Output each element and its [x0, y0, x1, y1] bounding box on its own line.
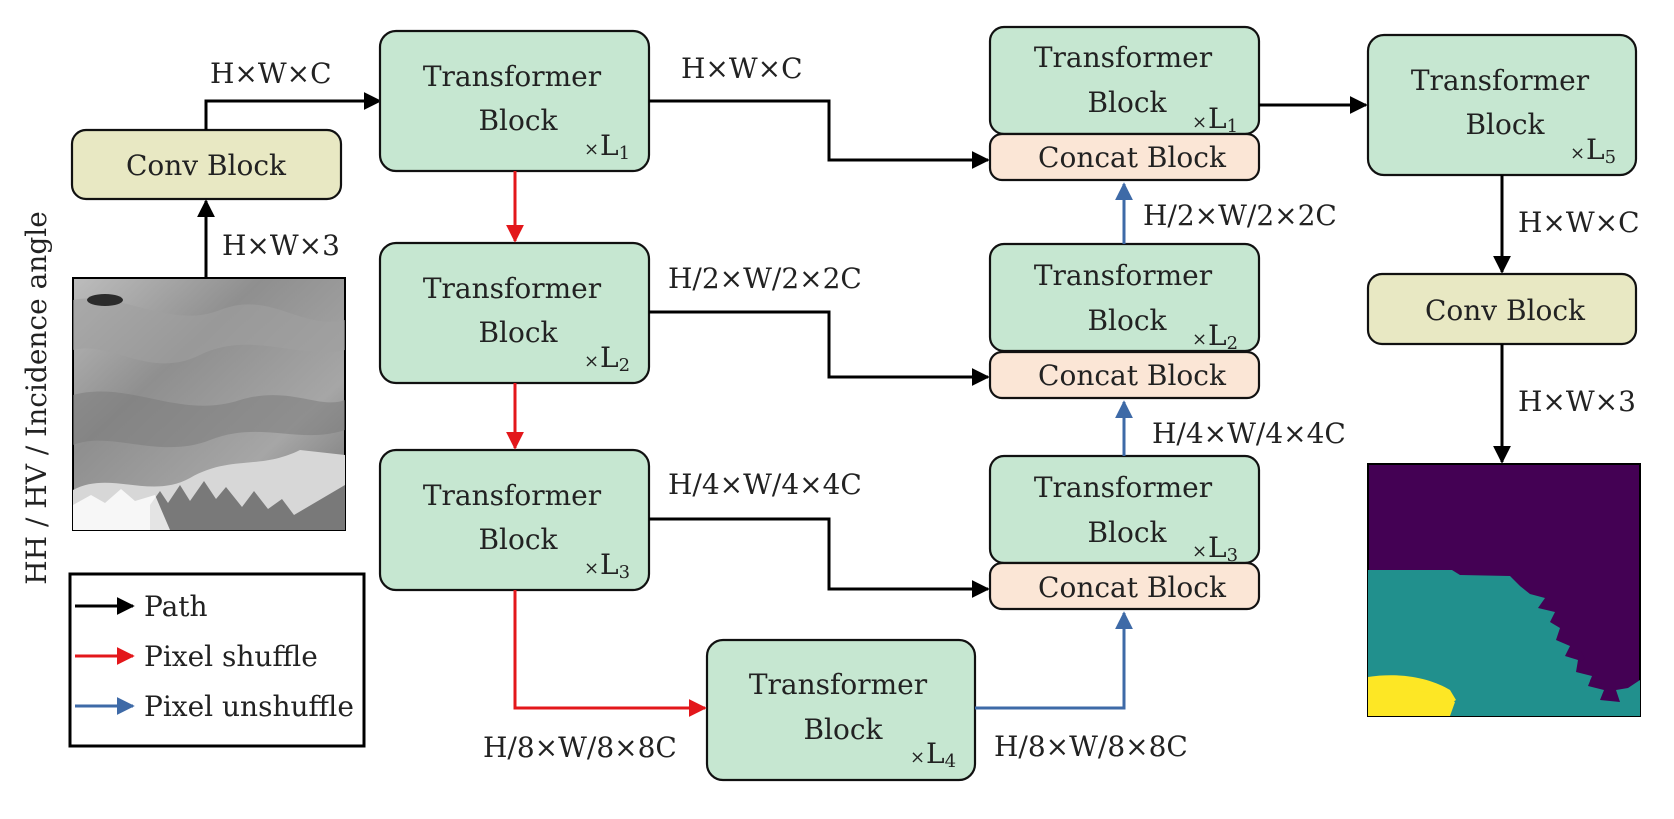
- legend-path-label: Path: [144, 590, 208, 623]
- t5-line2: Block: [1465, 108, 1545, 141]
- dim-conv-to-output: H×W×3: [1518, 385, 1636, 418]
- conv-block-input-label: Conv Block: [126, 149, 287, 182]
- t4-line2: Block: [803, 713, 883, 746]
- t5-line1: Transformer: [1411, 64, 1590, 97]
- t1-line1: Transformer: [423, 60, 602, 93]
- dim-d2-to-concat1: H/2×W/2×2C: [1143, 199, 1337, 232]
- concat-block-2: Concat Block: [988, 350, 1261, 400]
- t5-multiplier: L5: [1586, 133, 1616, 168]
- transformer-block-1: Transformer Block × L1: [378, 29, 651, 173]
- arrow-conv-to-t1: [204, 92, 382, 130]
- t3-multiplier: L3: [600, 548, 630, 583]
- t1-multiplier: L1: [600, 129, 630, 164]
- t1-line2: Block: [478, 104, 558, 137]
- dim-t2-to-concat2: H/2×W/2×2C: [668, 262, 862, 295]
- t5-times: ×: [1570, 143, 1585, 164]
- arrow-t3-to-t4: [513, 590, 707, 717]
- dim-t3-to-concat3: H/4×W/4×4C: [668, 468, 862, 501]
- dim-t4-to-concat3: H/8×W/8×8C: [994, 730, 1188, 763]
- decoder-transformer-block-2: Transformer Block × L2: [988, 242, 1261, 354]
- arrow-t4-to-concat3: [975, 611, 1133, 710]
- t3-times: ×: [584, 558, 599, 579]
- transformer-block-2: Transformer Block × L2: [378, 241, 651, 385]
- t2-line1: Transformer: [423, 272, 602, 305]
- dim-t3-to-t4: H/8×W/8×8C: [483, 731, 677, 764]
- t4-times: ×: [910, 747, 925, 768]
- t2-multiplier: L2: [600, 341, 630, 376]
- d1-line1: Transformer: [1034, 41, 1213, 74]
- output-segmentation-map: [1367, 463, 1641, 717]
- dim-d3-to-concat2: H/4×W/4×4C: [1152, 417, 1346, 450]
- d3-times: ×: [1192, 541, 1207, 562]
- d2-line1: Transformer: [1034, 259, 1213, 292]
- t4-line1: Transformer: [749, 668, 928, 701]
- legend-item-pixel-unshuffle: Pixel unshuffle: [75, 690, 354, 723]
- concat-block-2-label: Concat Block: [1038, 359, 1227, 392]
- decoder-transformer-block-1: Transformer Block × L1: [988, 25, 1261, 137]
- legend-item-path: Path: [75, 590, 208, 623]
- conv-block-output-label: Conv Block: [1425, 294, 1586, 327]
- dim-t5-to-conv: H×W×C: [1518, 206, 1640, 239]
- d3-multiplier: L3: [1208, 531, 1238, 566]
- arrow-t1-to-concat1: [649, 99, 990, 169]
- d2-line2: Block: [1087, 304, 1167, 337]
- legend-pixel-unshuffle-label: Pixel unshuffle: [144, 690, 354, 723]
- dim-image-to-conv: H×W×3: [222, 229, 340, 262]
- d1-times: ×: [1192, 112, 1207, 133]
- d3-line1: Transformer: [1034, 471, 1213, 504]
- d1-line2: Block: [1087, 86, 1167, 119]
- concat-block-1: Concat Block: [988, 132, 1261, 182]
- legend-item-pixel-shuffle: Pixel shuffle: [75, 640, 318, 673]
- t2-line2: Block: [478, 316, 558, 349]
- decoder-transformer-block-3: Transformer Block × L3: [988, 454, 1261, 566]
- d2-multiplier: L2: [1208, 319, 1238, 354]
- d1-multiplier: L1: [1208, 102, 1238, 137]
- transformer-block-3: Transformer Block × L3: [378, 448, 651, 592]
- transformer-block-4: Transformer Block × L4: [705, 638, 977, 782]
- legend-pixel-shuffle-label: Pixel shuffle: [144, 640, 318, 673]
- dim-t1-to-concat1: H×W×C: [681, 52, 803, 85]
- concat-block-3: Concat Block: [988, 561, 1261, 611]
- conv-block-input: Conv Block: [70, 128, 343, 201]
- t3-line1: Transformer: [423, 479, 602, 512]
- d3-line2: Block: [1087, 516, 1167, 549]
- side-label: HH / HV / Incidence angle: [20, 211, 53, 585]
- transformer-block-5: Transformer Block × L5: [1366, 33, 1638, 177]
- concat-block-1-label: Concat Block: [1038, 141, 1227, 174]
- arrow-t3-to-concat3: [649, 517, 990, 598]
- t3-line2: Block: [478, 523, 558, 556]
- input-sar-image: [72, 277, 346, 531]
- concat-block-3-label: Concat Block: [1038, 571, 1227, 604]
- legend: Path Pixel shuffle Pixel unshuffle: [68, 572, 366, 748]
- conv-block-output: Conv Block: [1366, 272, 1638, 346]
- d2-times: ×: [1192, 329, 1207, 350]
- t1-times: ×: [584, 139, 599, 160]
- arrow-t2-to-concat2: [649, 310, 990, 386]
- dim-conv-to-t1: H×W×C: [210, 57, 332, 90]
- t2-times: ×: [584, 351, 599, 372]
- t4-multiplier: L4: [926, 737, 956, 772]
